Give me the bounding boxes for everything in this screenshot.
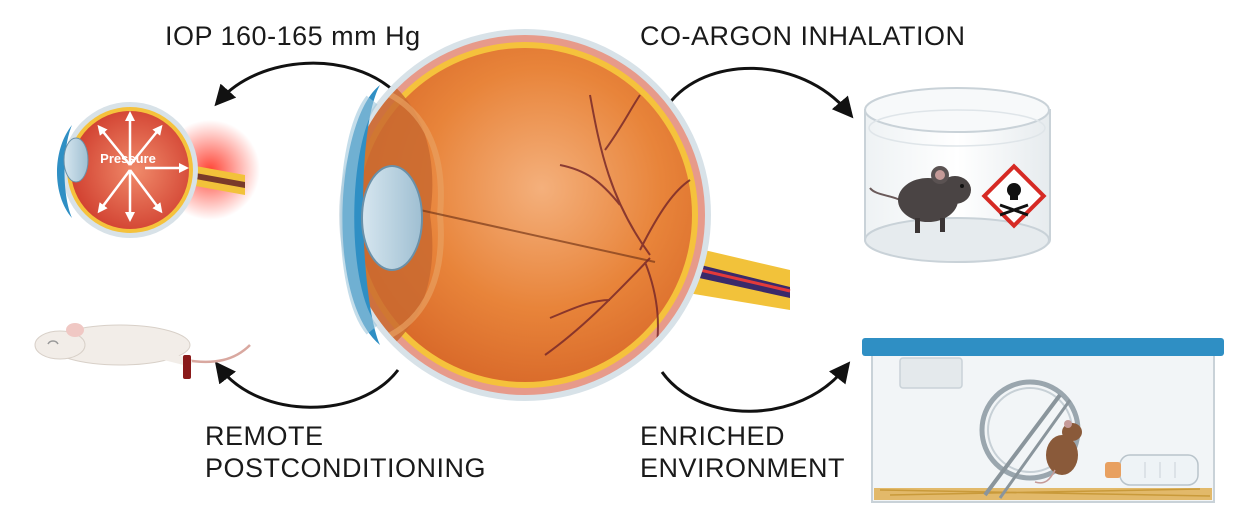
remote-postconditioning-label: REMOTE POSTCONDITIONING (205, 420, 486, 485)
rat-illustration (34, 323, 251, 379)
tourniquet-icon (183, 355, 191, 379)
iop-label: IOP 160-165 mm Hg (165, 21, 421, 51)
enriched-environment-label: ENRICHED ENVIRONMENT (640, 420, 845, 485)
pressure-eye-illustration: Pressure (57, 102, 260, 238)
enriched-label-line1: ENRICHED (640, 421, 786, 451)
curved-arrow-icon (214, 61, 397, 107)
co-argon-chamber-illustration (864, 87, 1051, 263)
water-bottle-icon (1105, 454, 1199, 486)
curved-arrow-icon (214, 361, 400, 409)
enriched-label-line2: ENVIRONMENT (640, 453, 846, 484)
mouse-illustration (1034, 420, 1082, 484)
remote-label-line1: REMOTE (205, 421, 324, 451)
curved-arrow-icon (666, 66, 854, 119)
pressure-label: Pressure (100, 151, 156, 166)
central-eye-illustration (339, 29, 791, 401)
hazard-pictogram-icon (981, 163, 1047, 229)
curved-arrow-icon (660, 361, 851, 413)
co-argon-inhalation-label: CO-ARGON INHALATION (640, 21, 966, 51)
remote-label-line2: POSTCONDITIONING (205, 453, 487, 484)
enriched-environment-cage-illustration (862, 338, 1224, 503)
mouse-illustration (869, 166, 971, 233)
